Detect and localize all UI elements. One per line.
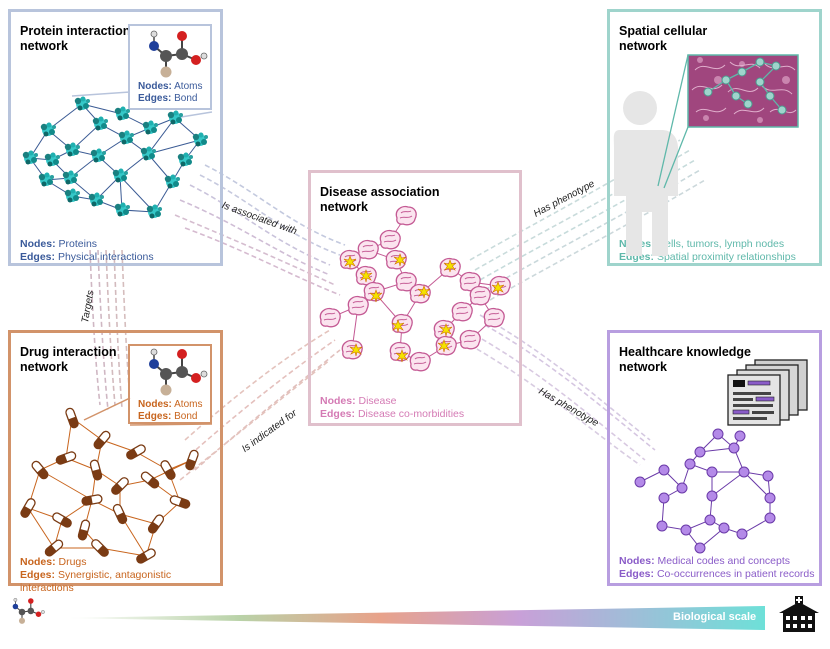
protein-title-line2: network [20, 39, 68, 53]
tissue-texture [691, 61, 797, 115]
drug-nodes-key: Nodes: [20, 556, 56, 568]
spatial-title-line1: Spatial cellular [619, 24, 708, 38]
drug-inset-edges-value: Bond [174, 411, 198, 422]
protein-inset-legend: Nodes: Atoms Edges: Bond [138, 81, 202, 105]
scale-label: Biological scale [673, 611, 757, 623]
hospital-icon [779, 596, 819, 632]
drug-title-line1: Drug interaction [20, 345, 117, 359]
tissue-pointer-left [657, 54, 689, 187]
healthcare-network-nodes [634, 428, 776, 554]
tissue-cell-nodes [703, 57, 787, 115]
protein-title-line1: Protein interaction [20, 24, 131, 38]
drug-network-nodes [18, 406, 200, 566]
disease-association-panel: Disease association network Nodes: Disea… [308, 170, 522, 426]
drug-inset-pointer-bottom [129, 423, 213, 426]
drug-network-edges [27, 417, 193, 557]
protein-nodes-key: Nodes: [20, 238, 56, 250]
disease-edges-value: Disease co-morbidities [357, 408, 465, 420]
disease-edges-key: Edges: [320, 408, 356, 420]
protein-inset-nodes-key: Nodes: [138, 81, 172, 92]
drug-interaction-panel: Drug interaction network Nodes: Drugs Ed… [8, 330, 223, 594]
disease-nodes-value: Disease [358, 395, 397, 407]
protein-atom-inset: Nodes: Atoms Edges: Bond [128, 24, 212, 110]
healthcare-title-line1: Healthcare knowledge [619, 345, 751, 359]
healthcare-nodes-key: Nodes: [619, 555, 655, 567]
drug-panel-title: Drug interaction network [20, 345, 117, 375]
drug-inset-legend: Nodes: Atoms Edges: Bond [138, 399, 202, 423]
protein-legend: Nodes: Proteins Edges: Physical interact… [20, 238, 154, 264]
spatial-nodes-value: Cells, tumors, lymph nodes [657, 238, 785, 250]
person-silhouette-icon [613, 91, 678, 256]
protein-interaction-panel: Protein interaction network Nodes: Prote… [8, 9, 223, 266]
disease-panel-title: Disease association network [320, 185, 440, 215]
drug-legend: Nodes: Drugs Edges: Synergistic, antagon… [20, 556, 220, 595]
protein-panel-title: Protein interaction network [20, 24, 130, 54]
spatial-edges-value: Spatial proximity relationships [656, 251, 796, 263]
protein-inset-molecule-icon [148, 30, 208, 79]
protein-edges-value: Physical interactions [57, 251, 154, 263]
healthcare-legend: Nodes: Medical codes and concepts Edges:… [619, 555, 815, 581]
drug-inset-molecule-icon [148, 348, 208, 397]
protein-inset-edges-value: Bond [174, 93, 198, 104]
healthcare-edges-key: Edges: [619, 568, 655, 580]
disease-legend: Nodes: Disease Edges: Disease co-morbidi… [320, 395, 464, 421]
scale-molecule-icon [12, 597, 46, 625]
protein-inset-pointer-bottom [174, 111, 213, 119]
healthcare-knowledge-panel: Healthcare knowledge network Nodes: Medi… [607, 330, 822, 586]
protein-nodes-value: Proteins [58, 238, 98, 250]
disease-nodes-key: Nodes: [320, 395, 356, 407]
disease-network-nodes [319, 205, 511, 372]
protein-inset-pointer-top [71, 91, 131, 97]
drug-edges-key: Edges: [20, 569, 56, 581]
patient-records-icon [727, 359, 808, 426]
healthcare-edges-value: Co-occurrences in patient records [656, 568, 815, 580]
protein-edges-key: Edges: [20, 251, 56, 263]
protein-inset-nodes-value: Atoms [174, 81, 203, 92]
drug-nodes-value: Drugs [58, 556, 87, 568]
disease-title-line2: network [320, 200, 368, 214]
drug-inset-nodes-value: Atoms [174, 399, 203, 410]
tissue-cells [697, 57, 790, 123]
disease-title-line1: Disease association [320, 185, 440, 199]
spatial-panel-title: Spatial cellular network [619, 24, 707, 54]
tissue-pointer-right [663, 126, 689, 189]
spatial-title-line2: network [619, 39, 667, 53]
drug-edges-value: Synergistic, antagonistic interactions [20, 569, 172, 594]
drug-inset-edges-key: Edges: [138, 411, 172, 422]
protein-inset-edges-key: Edges: [138, 93, 172, 104]
healthcare-nodes-value: Medical codes and concepts [657, 555, 791, 567]
biological-scale-bar [65, 606, 765, 630]
drug-atom-inset: Nodes: Atoms Edges: Bond [128, 344, 212, 424]
healthcare-title-line2: network [619, 360, 667, 374]
drug-inset-nodes-key: Nodes: [138, 399, 172, 410]
protein-network-nodes [22, 96, 208, 219]
drug-title-line2: network [20, 360, 68, 374]
healthcare-panel-title: Healthcare knowledge network [619, 345, 751, 375]
drug-inset-pointer-top [83, 397, 131, 421]
